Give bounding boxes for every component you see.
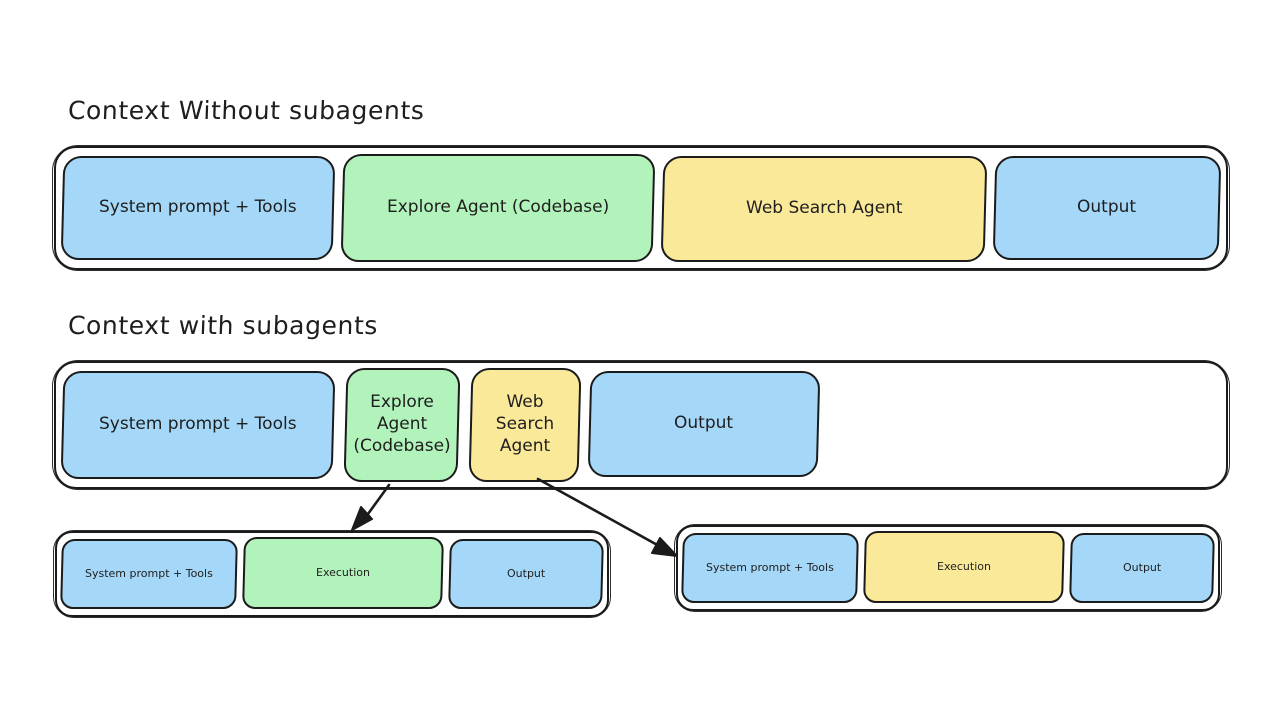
block-system-prompt-tools-with: System prompt + Tools [60,371,336,479]
block-label: System prompt + Tools [85,566,213,580]
block-execution-subagent-left: Execution [242,537,444,609]
block-output-with: Output [587,371,821,477]
block-system-prompt-tools-without: System prompt + Tools [60,156,336,260]
section-title-with-subagents: Context with subagents [67,311,379,340]
block-explore-agent-without: Explore Agent (Codebase) [340,154,656,262]
block-output-subagent-right: Output [1069,533,1215,603]
section-title-without-subagents: Context Without subagents [67,96,426,125]
block-label: System prompt + Tools [99,197,297,218]
block-web-search-agent-without: Web Search Agent [660,156,988,262]
block-execution-subagent-right: Execution [863,531,1065,603]
block-label: Web Search Agent [495,392,555,456]
block-label: Execution [937,559,991,573]
block-label: Output [674,413,734,434]
block-label: Output [1122,560,1162,574]
block-label: Explore Agent (Codebase) [386,197,610,218]
block-web-search-agent-with: Web Search Agent [468,368,582,482]
arrow-explore-agent-to-left-subagent [351,483,391,531]
block-label: Explore Agent (Codebase) [353,392,451,456]
block-output-without: Output [992,156,1222,260]
block-label: Output [1077,197,1137,218]
block-system-prompt-tools-subagent-right: System prompt + Tools [681,533,859,603]
block-system-prompt-tools-subagent-left: System prompt + Tools [60,539,238,609]
block-label: Web Search Agent [745,198,903,219]
block-explore-agent-with: Explore Agent (Codebase) [343,368,461,482]
block-output-subagent-left: Output [448,539,604,609]
block-label: Output [506,566,546,580]
block-label: System prompt + Tools [706,560,834,574]
block-label: Execution [316,565,370,579]
block-label: System prompt + Tools [99,414,297,435]
